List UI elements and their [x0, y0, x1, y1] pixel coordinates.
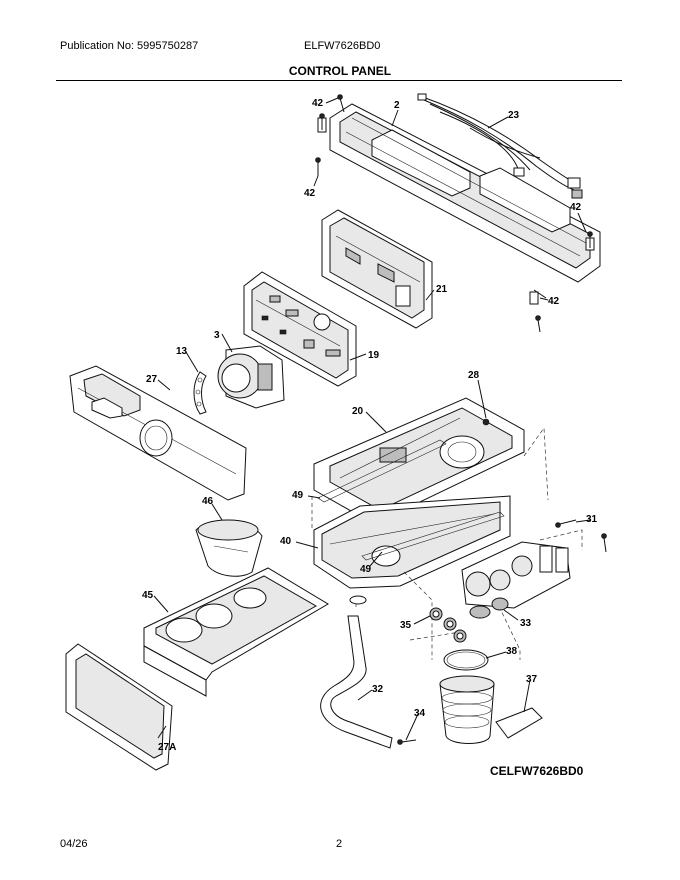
part-3-selector-knob [217, 345, 285, 409]
callout-45: 45 [142, 590, 154, 601]
part-45-dispenser-drawer [143, 567, 329, 697]
callout-32: 32 [372, 684, 384, 695]
callout-40: 40 [280, 536, 292, 547]
callout-42: 42 [312, 98, 324, 109]
part-49-gaskets [317, 439, 505, 561]
callout-leaders [153, 97, 591, 741]
callout-35: 35 [400, 620, 412, 631]
page-number: 2 [336, 838, 343, 850]
callout-labels: 42 2 23 42 42 21 42 3 13 19 27 28 20 46 … [142, 98, 598, 753]
part-35-inlet-screens [429, 607, 467, 643]
callout-20: 20 [352, 406, 364, 417]
callout-38: 38 [506, 646, 518, 657]
callout-42: 42 [570, 202, 582, 213]
callout-3: 3 [214, 330, 220, 341]
footer-date: 04/26 [60, 838, 88, 850]
part-32-fill-hose [320, 595, 393, 749]
callout-42: 42 [548, 296, 560, 307]
part-33-water-valve [461, 541, 571, 619]
part-19-control-board [243, 271, 357, 387]
title-divider [56, 80, 622, 81]
callout-13: 13 [176, 346, 188, 357]
callout-21: 21 [436, 284, 448, 295]
callout-33: 33 [520, 618, 532, 629]
part-34-clamp [397, 739, 417, 745]
part-20-dispenser-cover [313, 397, 525, 525]
callout-27: 27 [146, 374, 158, 385]
model-number: ELFW7626BD0 [304, 40, 381, 52]
section-title: CONTROL PANEL [288, 64, 392, 78]
callout-31: 31 [586, 514, 598, 525]
part-38-hose-clamp [443, 649, 489, 671]
publication-number: Publication No: 5995750287 [60, 40, 199, 52]
callout-28: 28 [468, 370, 480, 381]
callout-46: 46 [202, 496, 214, 507]
part-27-console [69, 365, 247, 501]
callout-49: 49 [292, 490, 304, 501]
callout-37: 37 [526, 674, 538, 685]
callout-49: 49 [360, 564, 372, 575]
part-2-panel-frame [317, 103, 601, 305]
callout-34: 34 [414, 708, 426, 719]
callout-27A: 27A [158, 742, 176, 753]
part-31-screws [555, 519, 607, 553]
part-13-light-ring [193, 371, 207, 415]
part-46-dispenser-cup [195, 519, 263, 577]
part-23-wire-harness [417, 93, 583, 199]
callout-23: 23 [508, 110, 520, 121]
callout-2: 2 [394, 100, 400, 111]
part-37-bellows [439, 675, 543, 744]
part-27A-drawer-handle [65, 643, 173, 771]
part-42-screws [315, 94, 593, 333]
part-21-ui-housing [321, 209, 433, 329]
diagram-code: CELFW7626BD0 [490, 764, 584, 778]
callout-42: 42 [304, 188, 316, 199]
part-40-dispenser-housing [313, 495, 511, 589]
callout-19: 19 [368, 350, 380, 361]
